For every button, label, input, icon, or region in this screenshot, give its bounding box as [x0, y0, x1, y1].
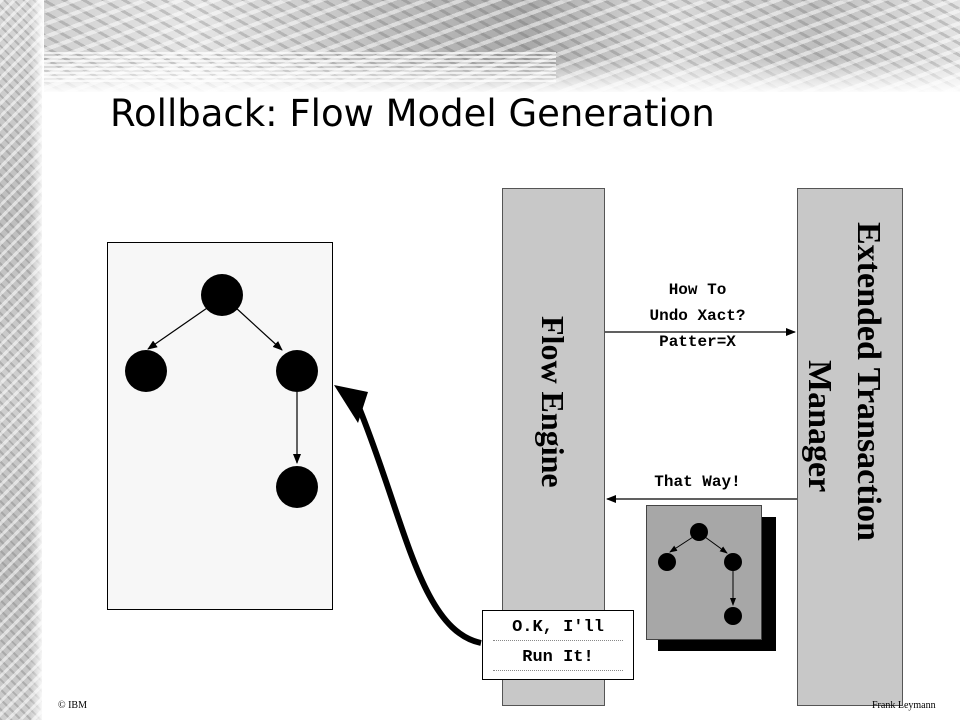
footer-copyright: © IBM [58, 700, 87, 711]
confirmation-line-2: Run It! [493, 646, 623, 671]
curved-arrow [355, 403, 482, 646]
graph-node-left [125, 350, 167, 392]
mini-node-bottom [724, 607, 742, 625]
top-border-fade [0, 60, 960, 94]
left-border-fade [30, 0, 44, 720]
mini-node-top [690, 523, 708, 541]
mini-edge-top-right [704, 536, 728, 554]
transaction-manager-column [797, 188, 903, 706]
mini-flow-model-graph [658, 523, 742, 625]
mini-node-right [724, 553, 742, 571]
request-message: How To Undo Xact? Patter=X [610, 277, 785, 355]
request-line-3: Patter=X [659, 333, 736, 351]
graph-edge-top-left [147, 305, 211, 350]
curved-arrow-head [334, 385, 368, 423]
request-line-2: Undo Xact? [649, 307, 746, 325]
mini-node-left [658, 553, 676, 571]
graph-node-top [201, 274, 243, 316]
confirmation-line-1: O.K, I'll [493, 616, 623, 641]
graph-edge-top-right [234, 306, 283, 351]
graph-node-right [276, 350, 318, 392]
graph-node-bottom [276, 466, 318, 508]
mini-edge-top-left [669, 536, 694, 553]
slide-title: Rollback: Flow Model Generation [110, 92, 715, 135]
flow-model-graph [125, 274, 318, 508]
request-line-1: How To [668, 281, 727, 299]
confirmation-note: O.K, I'll Run It! [482, 610, 634, 680]
response-message: That Way! [654, 473, 741, 491]
footer-author: Frank Leymann [872, 700, 936, 711]
